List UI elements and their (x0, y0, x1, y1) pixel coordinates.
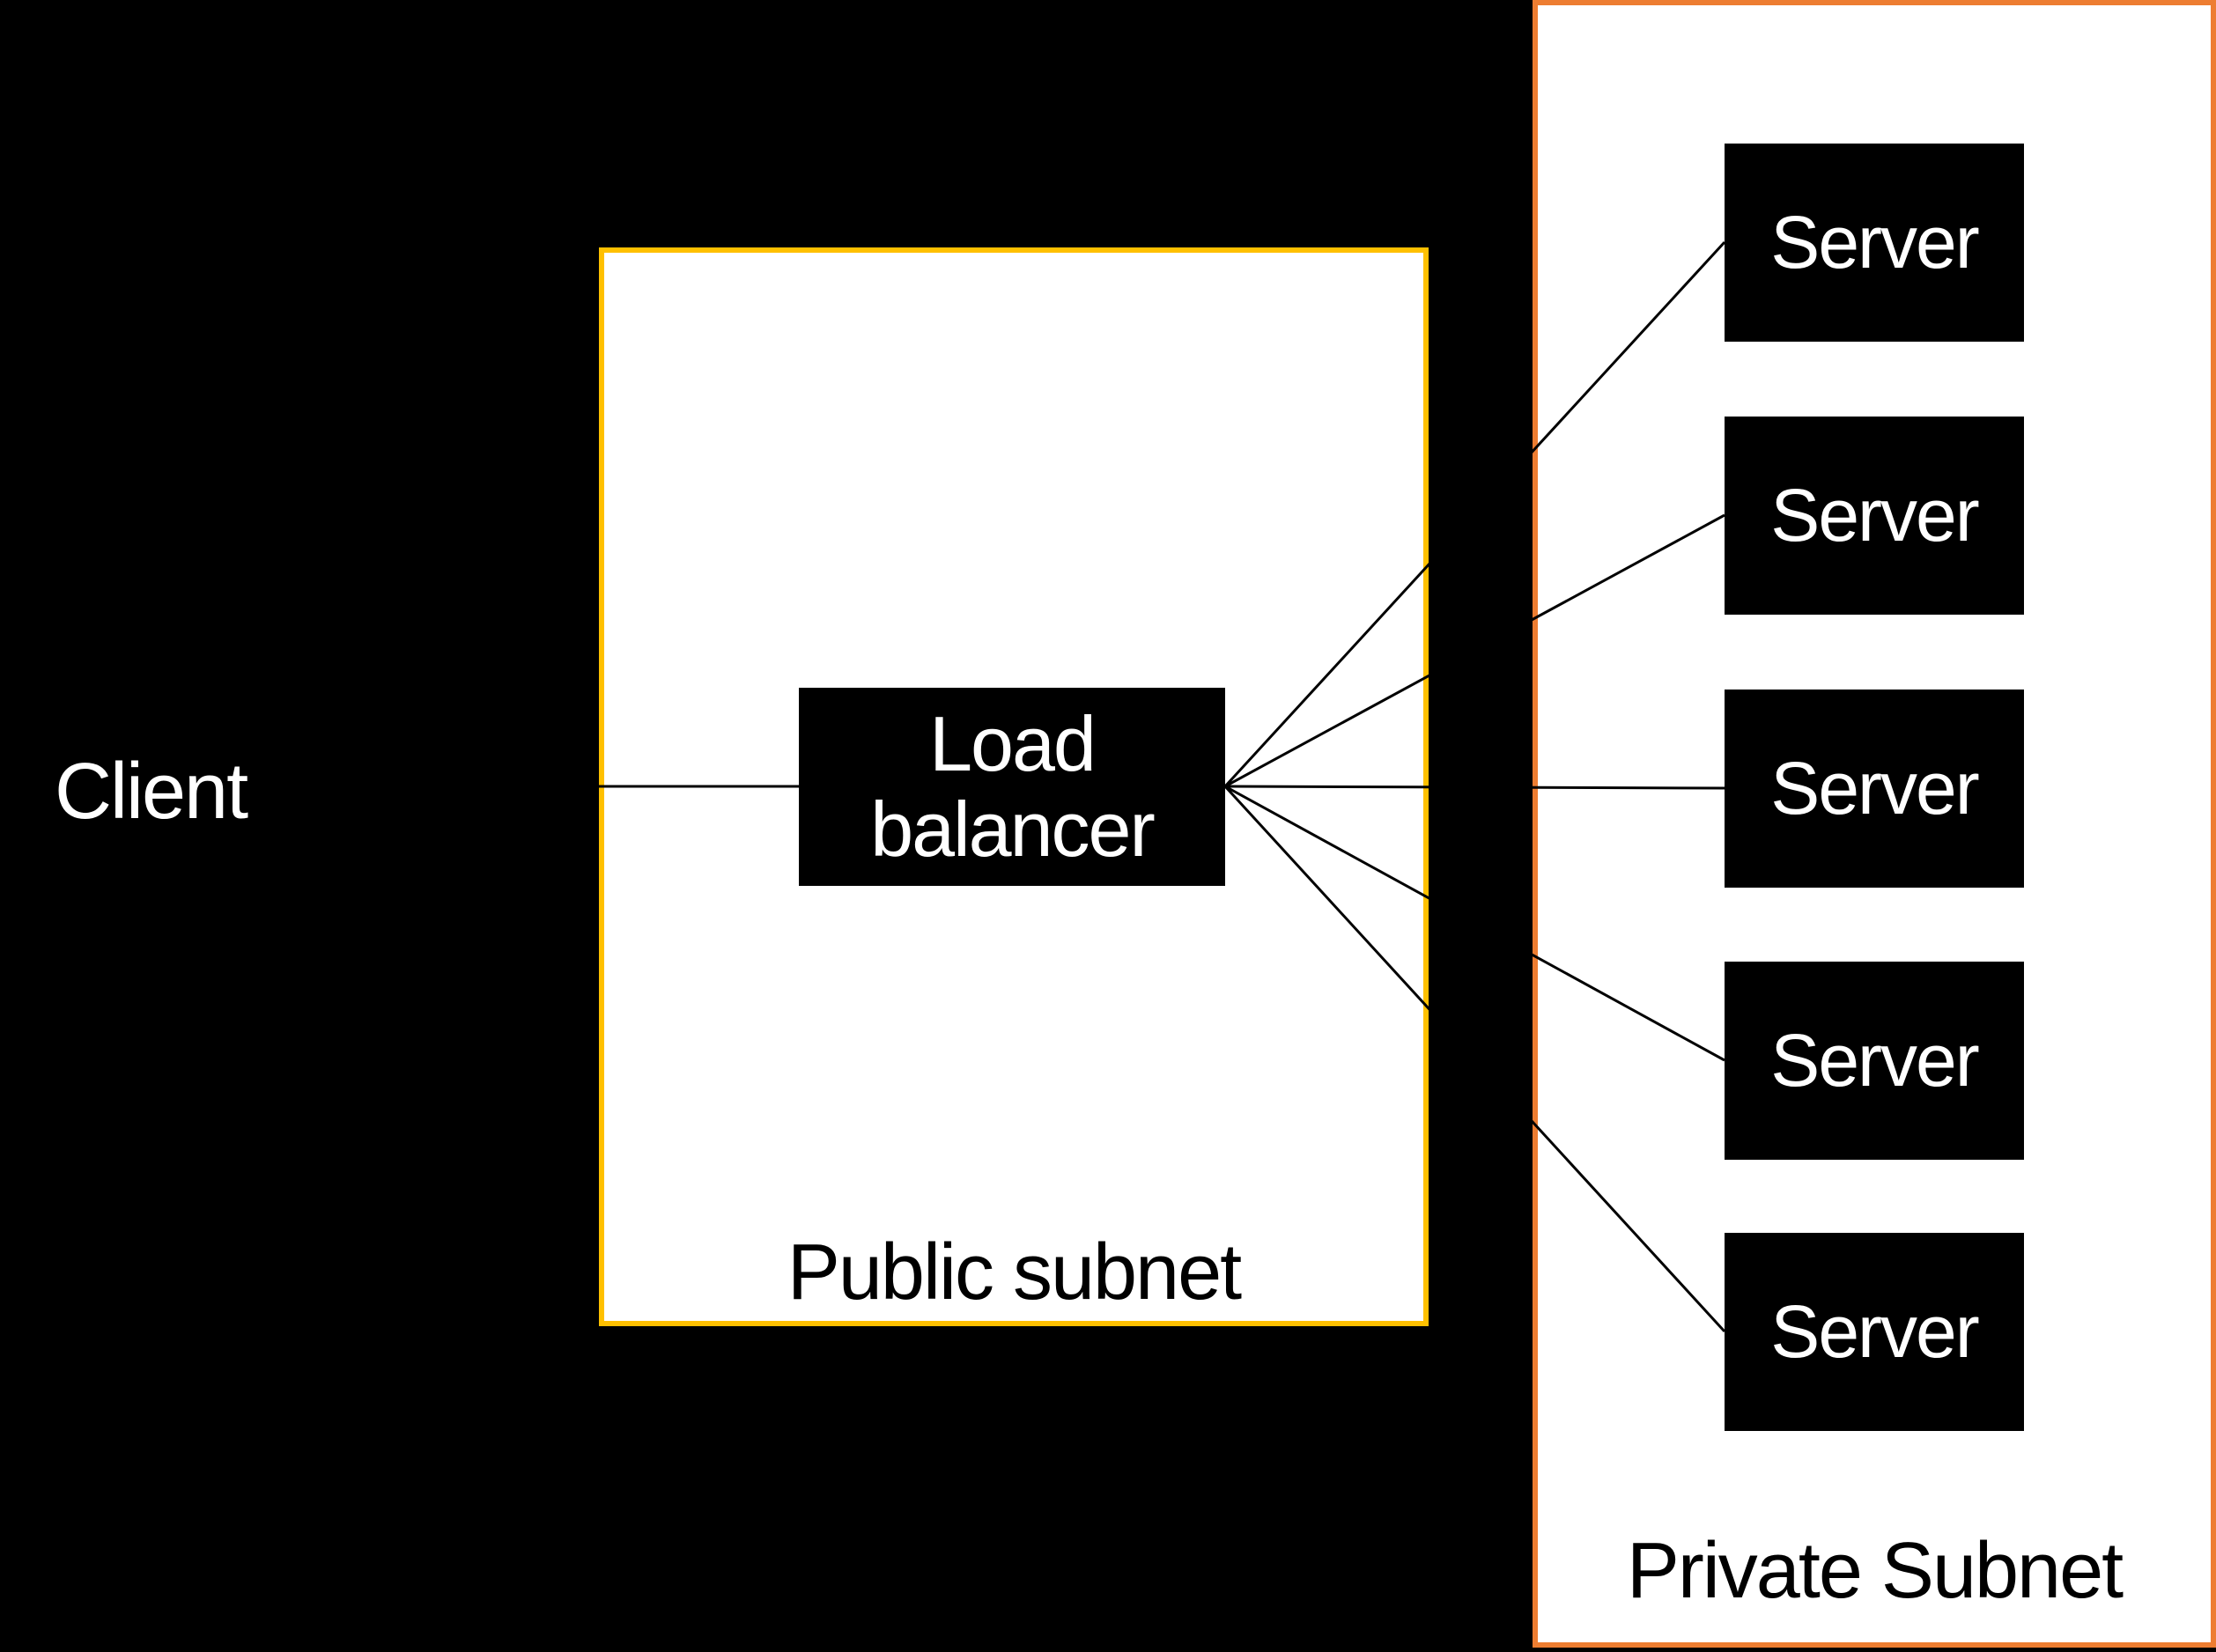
server-node-5: Server (1725, 1233, 2024, 1431)
server-label: Server (1770, 1290, 1979, 1373)
server-label: Server (1770, 1019, 1979, 1102)
private-subnet-label: Private Subnet (1626, 1527, 2124, 1615)
server-label: Server (1770, 201, 1979, 284)
load-balancer-node: Load balancer (799, 688, 1225, 886)
server-node-4: Server (1725, 962, 2024, 1160)
public-subnet-label: Public subnet (787, 1228, 1242, 1316)
load-balancer-label: Load balancer (870, 699, 1156, 873)
server-node-3: Server (1725, 690, 2024, 888)
server-label: Server (1770, 474, 1979, 557)
server-node-2: Server (1725, 417, 2024, 615)
client-node-label: Client (55, 748, 248, 836)
server-label: Server (1770, 747, 1979, 830)
server-node-1: Server (1725, 144, 2024, 342)
